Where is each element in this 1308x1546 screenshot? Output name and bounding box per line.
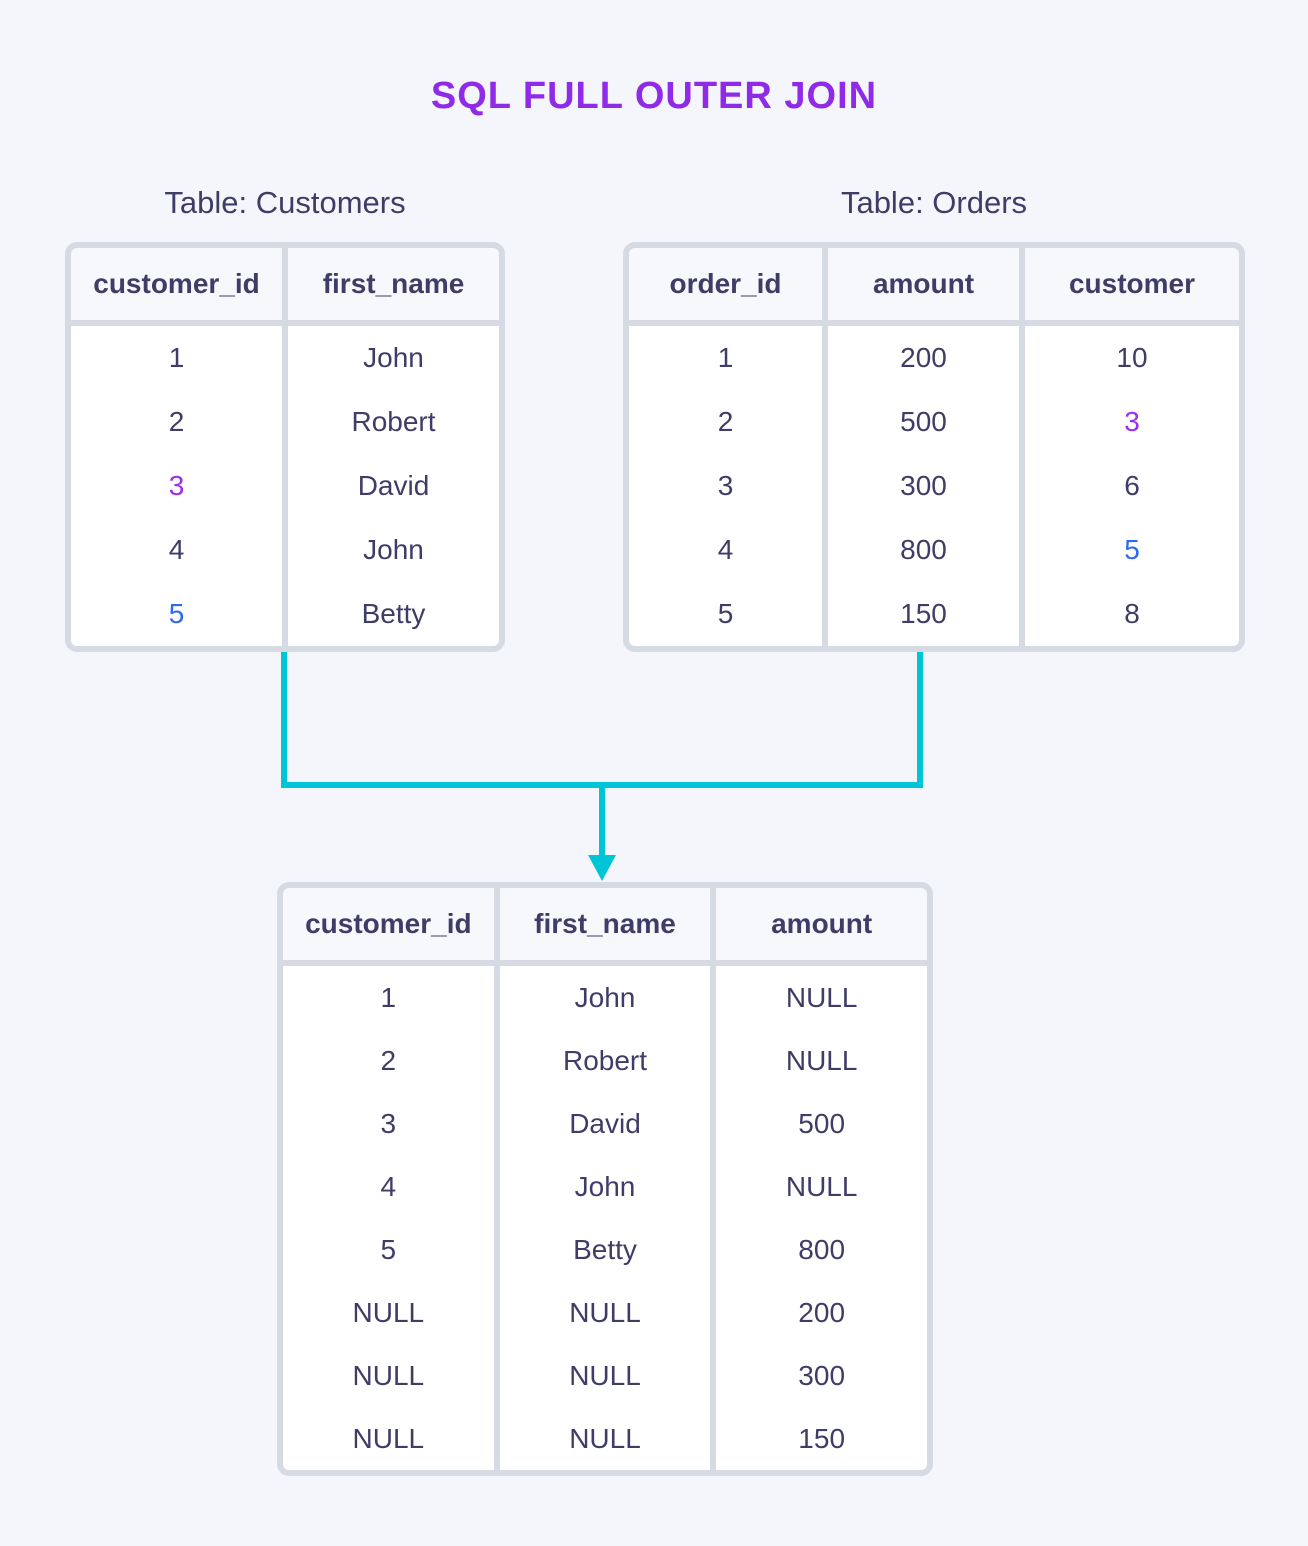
arrow-head-icon	[588, 855, 616, 881]
table-cell: John	[499, 966, 711, 1029]
table-cell: 6	[1025, 454, 1239, 518]
table-cell: 300	[716, 1344, 927, 1407]
table-cell: 150	[828, 582, 1019, 646]
column-header: order_id	[629, 248, 822, 320]
table-cell: NULL	[499, 1407, 711, 1470]
join-bracket-line	[281, 652, 923, 788]
table-cell: Betty	[499, 1218, 711, 1281]
table-cell: 4	[71, 518, 282, 582]
column-header: customer	[1025, 248, 1239, 320]
table-cell: 1	[283, 966, 494, 1029]
table-cell: 800	[716, 1218, 927, 1281]
table-cell: 2	[629, 390, 822, 454]
table-cell: NULL	[283, 1344, 494, 1407]
table-cell: 3	[629, 454, 822, 518]
table-cell: 1	[71, 326, 282, 390]
table-cell: 5	[1025, 518, 1239, 582]
table-cell: 3	[283, 1092, 494, 1155]
table-cell: 500	[828, 390, 1019, 454]
table-cell: 10	[1025, 326, 1239, 390]
table-cell: 1	[629, 326, 822, 390]
table-cell: David	[499, 1092, 711, 1155]
table-cell: 300	[828, 454, 1019, 518]
table-cell: 3	[71, 454, 282, 518]
table-cell: 4	[629, 518, 822, 582]
table-cell: Robert	[288, 390, 499, 454]
table-cell: John	[288, 326, 499, 390]
table-cell: David	[288, 454, 499, 518]
table-cell: 4	[283, 1155, 494, 1218]
table-cell: 2	[283, 1029, 494, 1092]
table-cell: NULL	[283, 1281, 494, 1344]
table-cell: NULL	[716, 1155, 927, 1218]
column-header: amount	[716, 888, 927, 960]
table-cell: 200	[828, 326, 1019, 390]
table-cell: John	[499, 1155, 711, 1218]
table-cell: 5	[71, 582, 282, 646]
table-cell: NULL	[499, 1281, 711, 1344]
column-header: customer_id	[71, 248, 282, 320]
table-cell: John	[288, 518, 499, 582]
table-cell: 5	[629, 582, 822, 646]
table-cell: 500	[716, 1092, 927, 1155]
table-cell: 150	[716, 1407, 927, 1470]
table-cell: 800	[828, 518, 1019, 582]
column-header: first_name	[288, 248, 499, 320]
table-cell: Betty	[288, 582, 499, 646]
orders-table-title: Table: Orders	[840, 185, 1028, 220]
table-cell: NULL	[716, 966, 927, 1029]
table-cell: NULL	[499, 1344, 711, 1407]
table-cell: 3	[1025, 390, 1239, 454]
column-header: first_name	[499, 888, 711, 960]
column-header: customer_id	[283, 888, 494, 960]
table-cell: NULL	[283, 1407, 494, 1470]
table-cell: 8	[1025, 582, 1239, 646]
table-cell: 200	[716, 1281, 927, 1344]
table-cell: 2	[71, 390, 282, 454]
customers-table-title: Table: Customers	[164, 185, 406, 220]
table-cell: 5	[283, 1218, 494, 1281]
table-cell: Robert	[499, 1029, 711, 1092]
page-title: SQL FULL OUTER JOIN	[430, 75, 878, 117]
column-header: amount	[828, 248, 1019, 320]
table-cell: NULL	[716, 1029, 927, 1092]
